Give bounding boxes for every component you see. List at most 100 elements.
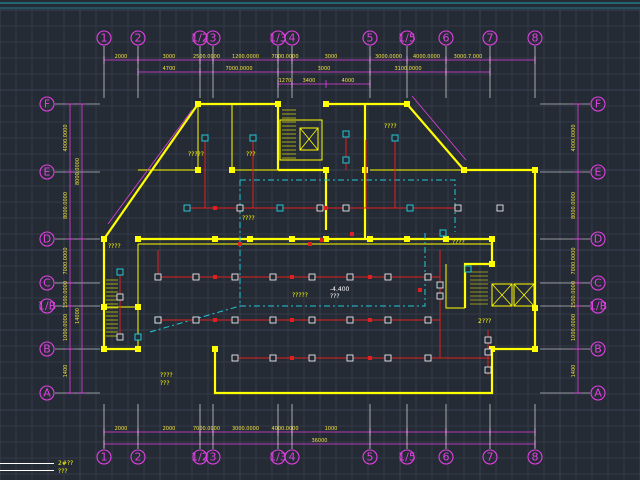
structural-column: [195, 101, 201, 107]
axis-bubble-circle: [205, 30, 221, 46]
pipe-marker: [368, 318, 372, 322]
axis-bubble-circle: [39, 341, 55, 357]
sprinkler-box: [269, 354, 277, 362]
legend-line-2: [0, 470, 54, 471]
dimension-text: 2000: [163, 426, 176, 432]
axis-bubble-column: 4: [284, 449, 300, 465]
elevator-x: [299, 127, 319, 151]
dimension-text: 8000.0000: [571, 192, 577, 219]
axis-bubble-circle: [590, 231, 606, 247]
structural-column: [404, 236, 410, 242]
axis-bubble-label: A: [43, 387, 51, 400]
axis-bubble-circle: [130, 449, 146, 465]
axis-bubble-circle: [192, 449, 208, 465]
elevation-sub: ???: [330, 293, 340, 300]
background-grid: [0, 9, 640, 480]
axis-bubble-row: 1/B: [38, 298, 56, 314]
axis-bubble-label: D: [43, 233, 51, 246]
corner-label-1: 2???: [478, 318, 492, 325]
axis-bubble-column: 8: [527, 449, 543, 465]
axis-bubble-column: 1/3: [269, 30, 287, 46]
sprinkler-box: [484, 336, 492, 344]
axis-bubble-row: A: [590, 385, 606, 401]
dimension-text: 8000.0000: [75, 158, 81, 185]
axis-bubble-label: 1/B: [589, 300, 607, 313]
structural-column: [323, 236, 329, 242]
axis-bubble-column: 6: [438, 449, 454, 465]
axis-bubble-column: 3: [205, 30, 221, 46]
sprinkler-box: [231, 273, 239, 281]
axis-bubble-circle: [130, 30, 146, 46]
axis-bubble-label: E: [595, 166, 602, 179]
axis-bubble-label: 1/2: [191, 451, 209, 464]
structural-column: [532, 305, 538, 311]
axis-bubble-circle: [39, 385, 55, 401]
pipe-marker: [320, 238, 324, 242]
wall: [463, 239, 494, 308]
pipe-marker: [350, 232, 354, 236]
axis-bubble-column: 1/5: [398, 30, 416, 46]
axis-bubble-label: 3: [210, 32, 217, 45]
sprinkler-box: [454, 204, 462, 212]
dimension-text: 4700: [163, 66, 176, 72]
axis-bubble-circle: [438, 30, 454, 46]
axis-bubble-column: 1: [96, 30, 112, 46]
axis-bubble-label: 3: [210, 451, 217, 464]
axis-bubble-row: F: [590, 96, 606, 112]
axis-bubble-label: 5: [367, 451, 374, 464]
axis-bubble-label: A: [594, 387, 602, 400]
elevator-x: [513, 283, 535, 307]
structural-column: [362, 167, 368, 173]
sprinkler-box: [192, 273, 200, 281]
elevator-shaft: [491, 283, 513, 307]
dimension-text: 8000.0000: [63, 192, 69, 219]
axis-bubble-row: E: [590, 164, 606, 180]
structural-column: [101, 304, 107, 310]
pipe-marker: [418, 288, 422, 292]
dimension-text: 3000: [163, 54, 176, 60]
sprinkler-box: [346, 316, 354, 324]
sprinkler-box: [192, 316, 200, 324]
structural-column: [101, 346, 107, 352]
dimension-text: 1400: [571, 365, 577, 378]
sprinkler-box: [316, 204, 324, 212]
structural-column: [212, 346, 218, 352]
room-label-center: ?????: [292, 292, 308, 299]
axis-bubble-label: F: [44, 98, 50, 111]
pipe-marker: [290, 275, 294, 279]
fixture-box-cyan: [464, 265, 472, 273]
axis-bubble-label: 1: [101, 451, 108, 464]
axis-bubble-circle: [39, 164, 55, 180]
sprinkler-box: [231, 354, 239, 362]
dimension-text: 7000.0000: [271, 54, 298, 60]
room-label-bottom-left: ???? ???: [160, 372, 173, 388]
axis-bubble-label: 7: [487, 32, 494, 45]
dimension-diagonal: [107, 109, 193, 225]
axis-bubble-column: 1/2: [191, 30, 209, 46]
legend: 2#?? ???: [0, 460, 73, 478]
sprinkler-box: [116, 333, 124, 341]
axis-bubble-column: 8: [527, 30, 543, 46]
sprinkler-box: [496, 204, 504, 212]
sprinkler-box: [231, 316, 239, 324]
axis-bubble-label: B: [43, 343, 51, 356]
axis-bubble-label: 4: [289, 32, 296, 45]
fixture-box-cyan: [201, 134, 209, 142]
axis-bubble-label: F: [595, 98, 601, 111]
axis-bubble-label: 8: [532, 451, 539, 464]
dimension-text: 1400: [63, 365, 69, 378]
structural-column: [367, 236, 373, 242]
pipe-marker: [368, 356, 372, 360]
axis-bubble-label: 1/2: [191, 32, 209, 45]
axis-bubble-label: E: [44, 166, 51, 179]
dimension-text: 3000.7.000: [454, 54, 483, 60]
axis-bubble-label: 1/3: [269, 451, 287, 464]
structural-column: [101, 236, 107, 242]
structural-column: [212, 236, 218, 242]
dimension-text: 7000.0000: [571, 247, 577, 274]
sprinkler-box: [436, 281, 444, 289]
sprinkler-box: [346, 354, 354, 362]
